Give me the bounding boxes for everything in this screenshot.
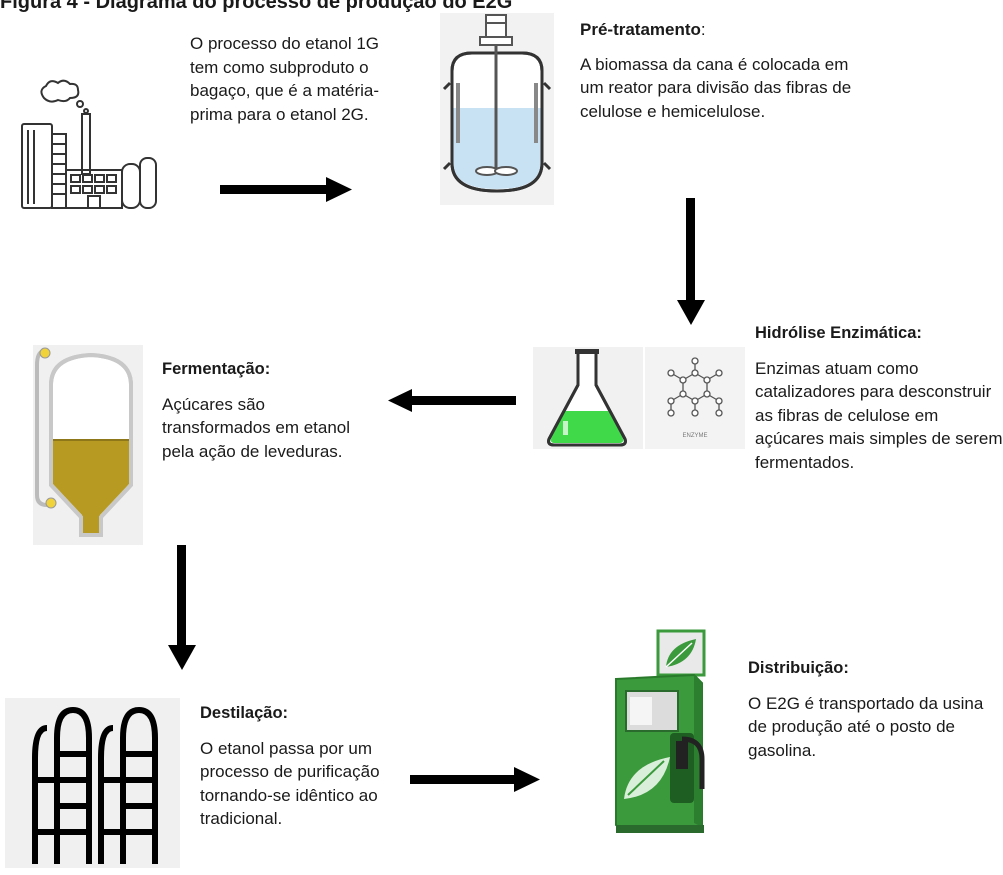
fermentation-text: Açúcares são transformados em etanol pel…: [162, 394, 351, 461]
distillation-block: Destilação: O etanol passa por um proces…: [200, 702, 410, 831]
pretreatment-block: Pré-tratamento: A biomassa da cana é col…: [580, 18, 855, 123]
distribution-heading: Distribuição:: [748, 659, 849, 677]
arrow-down-2: [167, 545, 197, 671]
distillation-columns-icon: [5, 698, 180, 868]
hydrolysis-block: Hidrólise Enzimática: Enzimas atuam como…: [755, 322, 1003, 474]
distribution-block: Distribuição: O E2G é transportado da us…: [748, 657, 988, 762]
pretreatment-heading: Pré-tratamento: [580, 20, 701, 39]
enzyme-molecule-icon: ENZYME: [645, 347, 745, 449]
fermentation-heading: Fermentação:: [162, 360, 271, 378]
hydrolysis-text: Enzimas atuam como catalizadores para de…: [755, 358, 1003, 472]
factory-icon: [14, 78, 164, 210]
arrow-right-1: [220, 175, 352, 205]
origin-text: O processo do etanol 1G tem como subprod…: [190, 34, 380, 124]
distillation-heading: Destilação:: [200, 704, 289, 722]
arrow-right-2: [410, 765, 540, 795]
distribution-text: O E2G é transportado da usina de produçã…: [748, 693, 984, 760]
pretreatment-text: A biomassa da cana é colocada em um reat…: [580, 54, 852, 121]
reactor-icon: [440, 13, 554, 205]
flask-icon: [533, 347, 643, 449]
arrow-left-1: [388, 387, 516, 415]
fermenter-icon: [33, 345, 143, 545]
diagram-title: Figura 4 - Diagrama do processo de produ…: [0, 0, 513, 13]
pretreatment-heading-colon: :: [700, 20, 706, 39]
fuel-pump-icon: [606, 629, 718, 835]
distillation-text: O etanol passa por um processo de purifi…: [200, 738, 380, 829]
enzyme-label: ENZYME: [682, 433, 707, 439]
fermentation-block: Fermentação: Açúcares são transformados …: [162, 358, 362, 463]
arrow-down-1: [676, 198, 706, 326]
hydrolysis-heading: Hidrólise Enzimática:: [755, 324, 922, 342]
